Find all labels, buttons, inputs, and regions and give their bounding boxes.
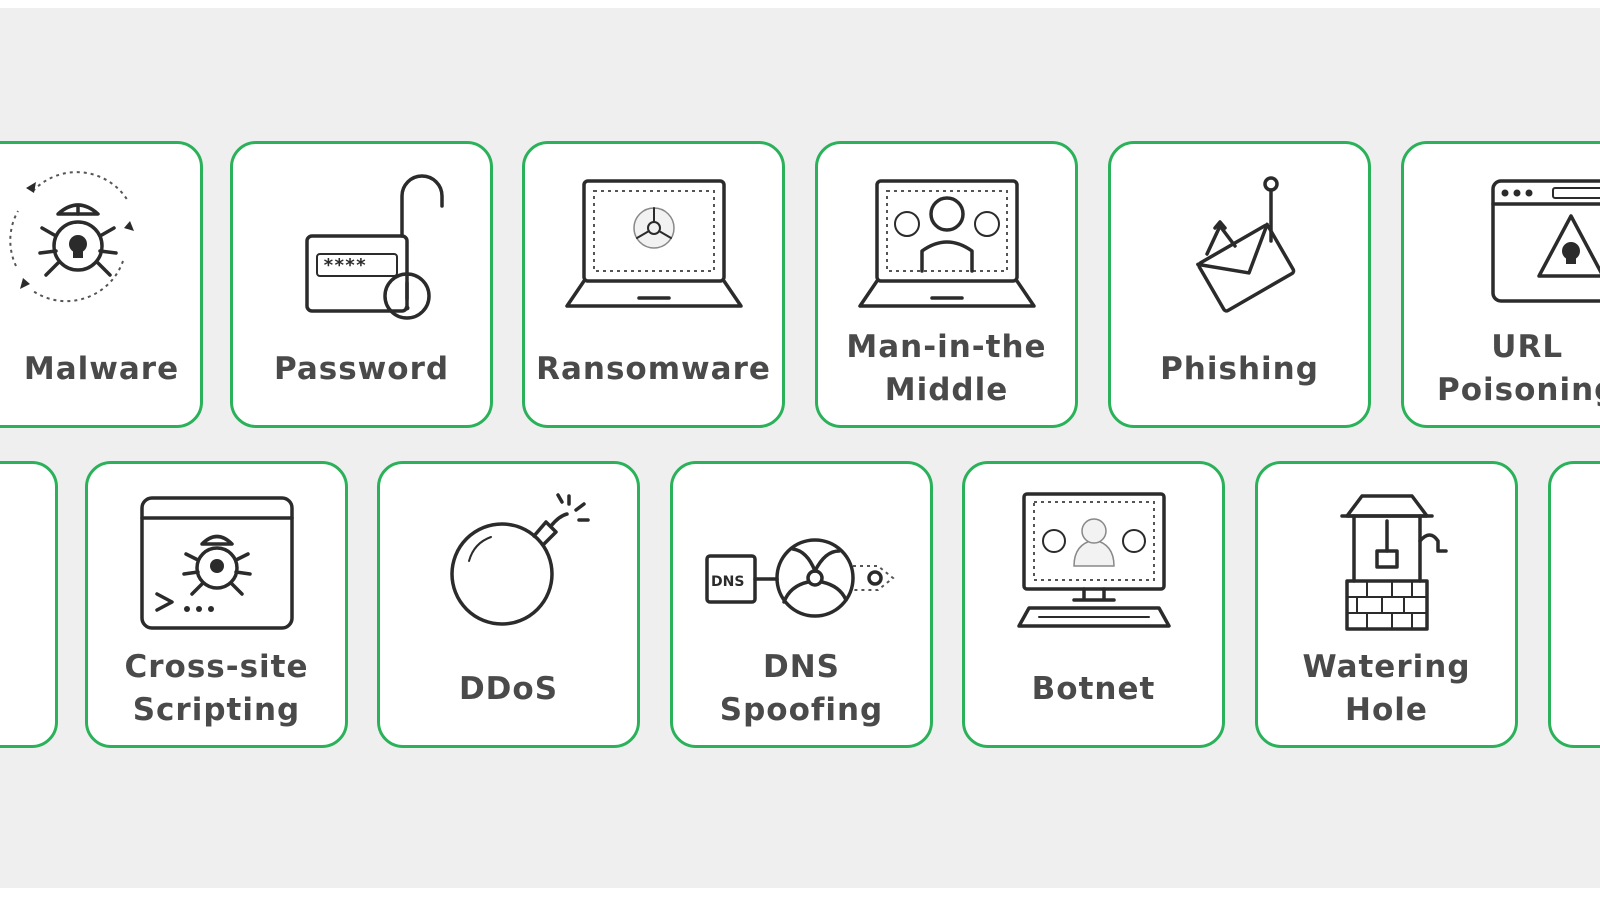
water-well-icon [1339,494,1448,631]
svg-text:DNS: DNS [711,574,744,590]
card-label [1551,644,1600,734]
browser-bug-terminal-icon [139,496,294,630]
card-label: Malware [23,350,180,387]
card-phishing: Phishing [1108,141,1371,428]
card-cross-site-scripting: Cross-site Scripting [85,461,348,748]
virus-bug-icon [9,171,134,303]
unlocked-padlock-icon: **** [304,174,444,320]
laptop-person-icon [857,179,1036,308]
card-dns-spoofing: DNS DNS Spoofing [670,461,933,748]
card-label [0,644,55,734]
bomb-icon [449,493,590,626]
card-label: Phishing [1160,350,1319,387]
dns-biohazard-icon: DNS [704,538,895,618]
card-man-in-the-middle: Man-in-the Middle [815,141,1078,428]
card-url-poisoning: URL Poisoning [1401,141,1600,428]
card-label: Password [273,350,450,387]
card-password: **** Password [230,141,493,428]
card-watering-hole: Watering Hole [1255,461,1518,748]
card-label: URL Poisoning [1437,329,1600,408]
card-label: Botnet [1031,670,1156,707]
card-ddos: DDoS [377,461,640,748]
card-label: Cross-site Scripting [124,649,309,728]
svg-text:****: **** [323,255,366,276]
card-label: DDoS [458,670,559,707]
card-label: Watering Hole [1302,649,1471,728]
card-label: DNS Spoofing [719,649,884,728]
card-partial-right [1548,461,1600,748]
envelope-fishhook-icon [1195,176,1295,313]
card-label: Man-in-the Middle [846,329,1047,408]
card-partial-left [0,461,58,748]
computer-hacker-icon [1016,492,1171,628]
browser-warning-icon [1490,179,1600,303]
card-malware: Malware [0,141,203,428]
card-botnet: Botnet [962,461,1225,748]
card-label: Ransomware [536,350,771,387]
laptop-biohazard-icon [564,179,743,308]
attack-types-grid: Malware **** Password Ransomware [0,8,1600,888]
card-ransomware: Ransomware [522,141,785,428]
